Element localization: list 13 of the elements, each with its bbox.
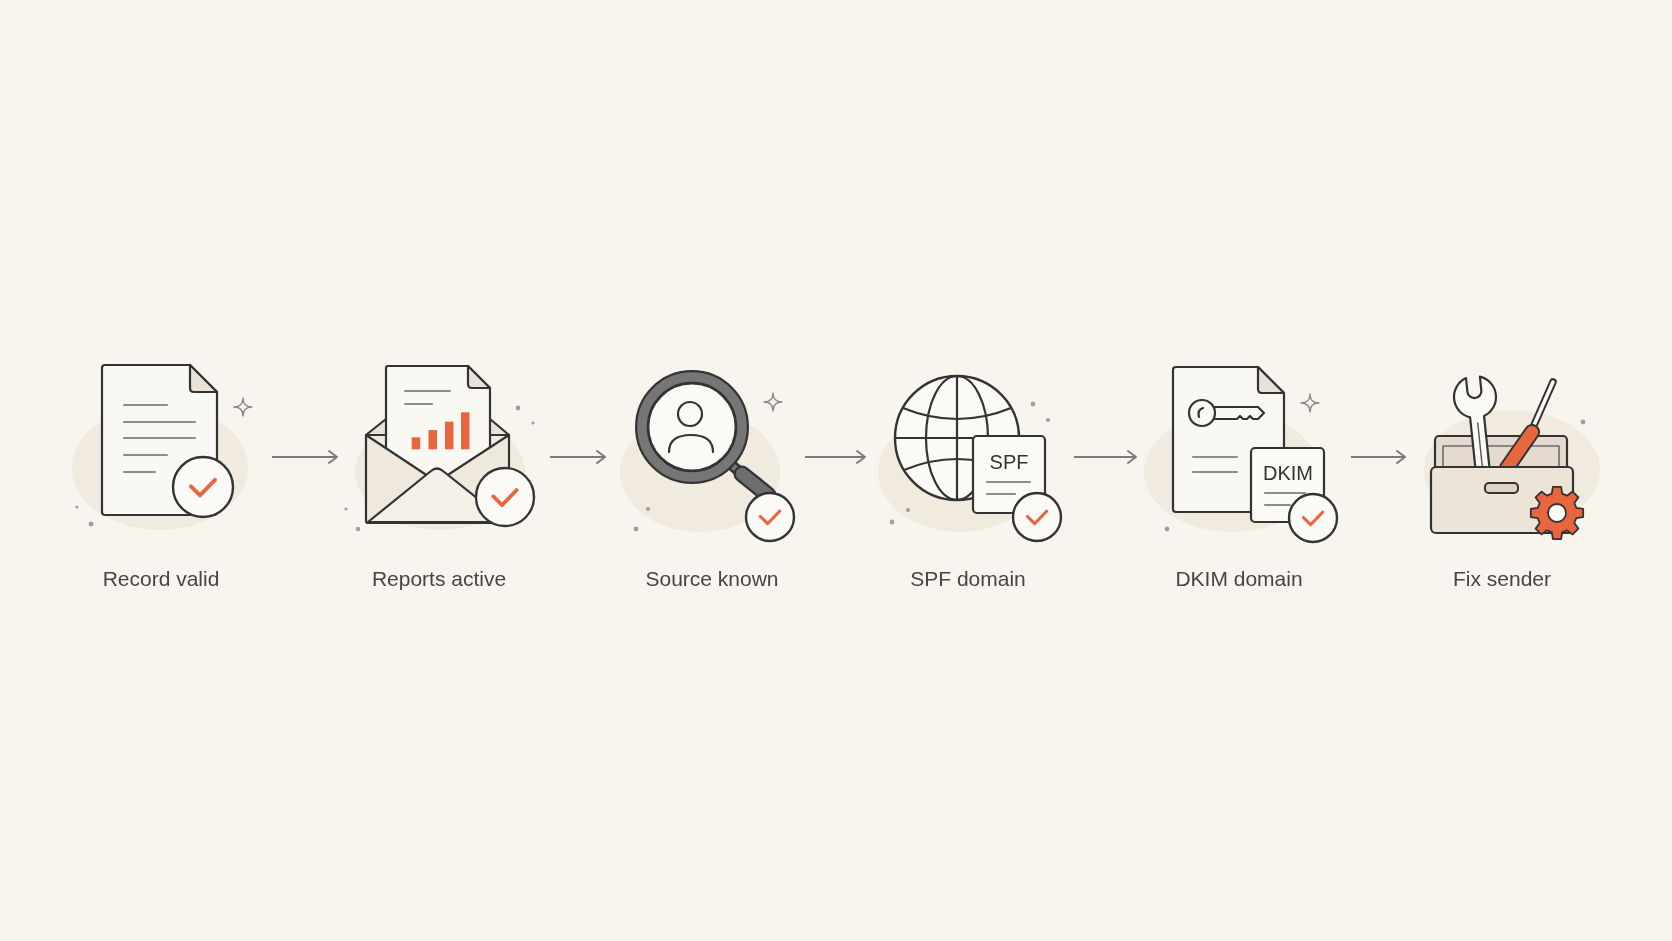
step-label: SPF domain [910, 566, 1026, 592]
step-label: Reports active [371, 566, 507, 592]
step-label: Source known [645, 566, 779, 592]
step-label: Fix sender [1453, 566, 1551, 592]
arrow [804, 450, 866, 464]
step-label: Record valid [102, 566, 220, 592]
arrow [1350, 450, 1406, 464]
step-label: DKIM domain [1175, 566, 1303, 592]
card-label: DKIM [1263, 461, 1313, 485]
arrow [549, 450, 606, 464]
arrow [271, 450, 338, 464]
arrow [1073, 450, 1137, 464]
card-label: SPF [989, 450, 1029, 474]
